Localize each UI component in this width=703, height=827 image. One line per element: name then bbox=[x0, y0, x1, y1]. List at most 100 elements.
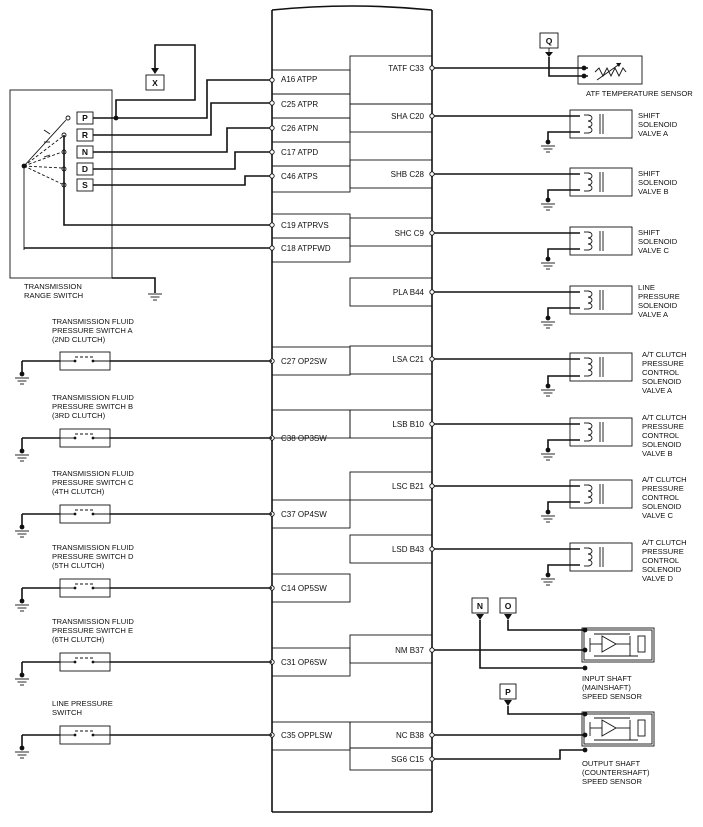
svg-text:PRESSURE: PRESSURE bbox=[642, 359, 684, 368]
pin-opplsw: C35 OPPLSW bbox=[281, 731, 333, 740]
svg-text:PRESSURE SWITCH B: PRESSURE SWITCH B bbox=[52, 402, 133, 411]
pressure-switch-d: TRANSMISSION FLUID PRESSURE SWITCH D (5T… bbox=[14, 543, 272, 612]
ecm-right-groups bbox=[349, 55, 433, 771]
svg-text:VALVE D: VALVE D bbox=[642, 574, 673, 583]
svg-text:VALVE B: VALVE B bbox=[638, 187, 669, 196]
clutch-pressure-solenoid-a: A/T CLUTCH PRESSURE CONTROL SOLENOID VAL… bbox=[432, 350, 687, 397]
pos-s: S bbox=[82, 180, 88, 190]
svg-text:OUTPUT SHAFT: OUTPUT SHAFT bbox=[582, 759, 640, 768]
svg-text:SOLENOID: SOLENOID bbox=[638, 237, 678, 246]
connector-x bbox=[145, 74, 165, 91]
atf-sensor-label: ATF TEMPERATURE SENSOR bbox=[586, 89, 693, 98]
svg-text:LINE PRESSURE: LINE PRESSURE bbox=[52, 699, 113, 708]
svg-text:TRANSMISSION FLUID: TRANSMISSION FLUID bbox=[52, 469, 134, 478]
clutch-pressure-solenoid-d: A/T CLUTCH PRESSURE CONTROL SOLENOID VAL… bbox=[432, 538, 687, 586]
svg-text:(MAINSHAFT): (MAINSHAFT) bbox=[582, 683, 631, 692]
pos-n: N bbox=[82, 147, 88, 157]
pin-atprvs: C19 ATPRVS bbox=[281, 221, 329, 230]
svg-text:PRESSURE SWITCH A: PRESSURE SWITCH A bbox=[52, 326, 134, 335]
pin-lsd: LSD B43 bbox=[392, 545, 425, 554]
svg-text:PRESSURE SWITCH C: PRESSURE SWITCH C bbox=[52, 478, 134, 487]
svg-text:SOLENOID: SOLENOID bbox=[638, 178, 678, 187]
connector-x-label: X bbox=[152, 78, 158, 88]
svg-text:INPUT SHAFT: INPUT SHAFT bbox=[582, 674, 632, 683]
range-contacts bbox=[21, 115, 71, 250]
svg-text:(3RD CLUTCH): (3RD CLUTCH) bbox=[52, 411, 106, 420]
svg-text:PRESSURE: PRESSURE bbox=[638, 292, 680, 301]
pin-op6sw: C31 OP6SW bbox=[281, 658, 327, 667]
svg-text:A/T CLUTCH: A/T CLUTCH bbox=[642, 413, 687, 422]
svg-text:SOLENOID: SOLENOID bbox=[638, 120, 678, 129]
svg-text:(2ND CLUTCH): (2ND CLUTCH) bbox=[52, 335, 106, 344]
pin-sg6: SG6 C15 bbox=[391, 755, 424, 764]
svg-text:TRANSMISSION FLUID: TRANSMISSION FLUID bbox=[52, 617, 134, 626]
svg-text:PRESSURE SWITCH D: PRESSURE SWITCH D bbox=[52, 552, 134, 561]
svg-text:(COUNTERSHAFT): (COUNTERSHAFT) bbox=[582, 768, 650, 777]
svg-text:VALVE A: VALVE A bbox=[638, 310, 669, 319]
connector-o bbox=[499, 597, 517, 614]
svg-text:PRESSURE: PRESSURE bbox=[642, 547, 684, 556]
svg-text:SOLENOID: SOLENOID bbox=[642, 440, 682, 449]
output-shaft-speed-sensor: P OUTPUT SHAFT (COUNTERSHAFT) SPEED SENS… bbox=[432, 683, 655, 786]
connector-n bbox=[471, 597, 489, 614]
line-pressure-solenoid-a: LINE PRESSURE SOLENOID VALVE A bbox=[432, 283, 680, 329]
pin-atpn: C26 ATPN bbox=[281, 124, 318, 133]
svg-text:PRESSURE: PRESSURE bbox=[642, 484, 684, 493]
connector-o-label: O bbox=[505, 601, 512, 611]
shift-solenoid-c: SHIFT SOLENOID VALVE C bbox=[432, 226, 678, 270]
pin-shb: SHB C28 bbox=[391, 170, 425, 179]
pin-lsb: LSB B10 bbox=[392, 420, 424, 429]
pin-sha: SHA C20 bbox=[391, 112, 424, 121]
svg-text:SOLENOID: SOLENOID bbox=[642, 502, 682, 511]
range-switch-wires: X bbox=[24, 44, 272, 301]
pin-op2sw: C27 OP2SW bbox=[281, 357, 327, 366]
ecm-left-pin-labels: A16 ATPP C25 ATPR C26 ATPN C17 ATPD C46 … bbox=[281, 75, 333, 740]
svg-text:CONTROL: CONTROL bbox=[642, 493, 679, 502]
svg-text:VALVE A: VALVE A bbox=[642, 386, 673, 395]
pin-lsc: LSC B21 bbox=[392, 482, 425, 491]
shift-solenoid-b: SHIFT SOLENOID VALVE B bbox=[432, 167, 678, 211]
pressure-switch-a: TRANSMISSION FLUID PRESSURE SWITCH A (2N… bbox=[14, 317, 272, 385]
connector-n-label: N bbox=[477, 601, 483, 611]
svg-text:SPEED SENSOR: SPEED SENSOR bbox=[582, 777, 642, 786]
svg-text:CONTROL: CONTROL bbox=[642, 556, 679, 565]
pos-d: D bbox=[82, 164, 88, 174]
pin-nm: NM B37 bbox=[395, 646, 424, 655]
pin-atpp: A16 ATPP bbox=[281, 75, 317, 84]
svg-text:A/T CLUTCH: A/T CLUTCH bbox=[642, 350, 687, 359]
pin-shc: SHC C9 bbox=[395, 229, 425, 238]
svg-text:A/T CLUTCH: A/T CLUTCH bbox=[642, 538, 687, 547]
ecm-right-pin-labels: TATF C33 SHA C20 SHB C28 SHC C9 PLA B44 … bbox=[388, 64, 424, 764]
svg-text:SHIFT: SHIFT bbox=[638, 228, 660, 237]
range-switch-label-1: TRANSMISSION bbox=[24, 282, 82, 291]
pressure-switch-b: TRANSMISSION FLUID PRESSURE SWITCH B (3R… bbox=[14, 393, 272, 462]
range-position-boxes: P R N D S bbox=[76, 111, 94, 192]
range-switch-label-2: RANGE SWITCH bbox=[24, 291, 83, 300]
pin-atpd: C17 ATPD bbox=[281, 148, 318, 157]
pin-atps: C46 ATPS bbox=[281, 172, 318, 181]
connector-q-label: Q bbox=[546, 36, 553, 46]
svg-text:PRESSURE: PRESSURE bbox=[642, 422, 684, 431]
svg-text:TRANSMISSION FLUID: TRANSMISSION FLUID bbox=[52, 543, 134, 552]
svg-text:SHIFT: SHIFT bbox=[638, 111, 660, 120]
svg-text:PRESSURE SWITCH E: PRESSURE SWITCH E bbox=[52, 626, 133, 635]
svg-text:CONTROL: CONTROL bbox=[642, 431, 679, 440]
svg-text:VALVE C: VALVE C bbox=[638, 246, 669, 255]
svg-text:VALVE A: VALVE A bbox=[638, 129, 669, 138]
atf-temperature-sensor: Q ATF TEMPERATURE SENSOR bbox=[432, 32, 693, 98]
pin-nc: NC B38 bbox=[396, 731, 425, 740]
svg-text:LINE: LINE bbox=[638, 283, 655, 292]
svg-text:TRANSMISSION FLUID: TRANSMISSION FLUID bbox=[52, 317, 134, 326]
pin-op4sw: C37 OP4SW bbox=[281, 510, 327, 519]
svg-text:SWITCH: SWITCH bbox=[52, 708, 82, 717]
clutch-pressure-solenoid-c: A/T CLUTCH PRESSURE CONTROL SOLENOID VAL… bbox=[432, 475, 687, 523]
pressure-switch-c: TRANSMISSION FLUID PRESSURE SWITCH C (4T… bbox=[14, 469, 272, 538]
pressure-switch-e: TRANSMISSION FLUID PRESSURE SWITCH E (6T… bbox=[14, 617, 272, 686]
pin-op3sw: C38 OP3SW bbox=[281, 434, 327, 443]
pos-r: R bbox=[82, 130, 88, 140]
connector-p bbox=[499, 683, 517, 700]
svg-text:(4TH CLUTCH): (4TH CLUTCH) bbox=[52, 487, 105, 496]
clutch-pressure-solenoid-b: A/T CLUTCH PRESSURE CONTROL SOLENOID VAL… bbox=[432, 413, 687, 461]
svg-text:SOLENOID: SOLENOID bbox=[638, 301, 678, 310]
